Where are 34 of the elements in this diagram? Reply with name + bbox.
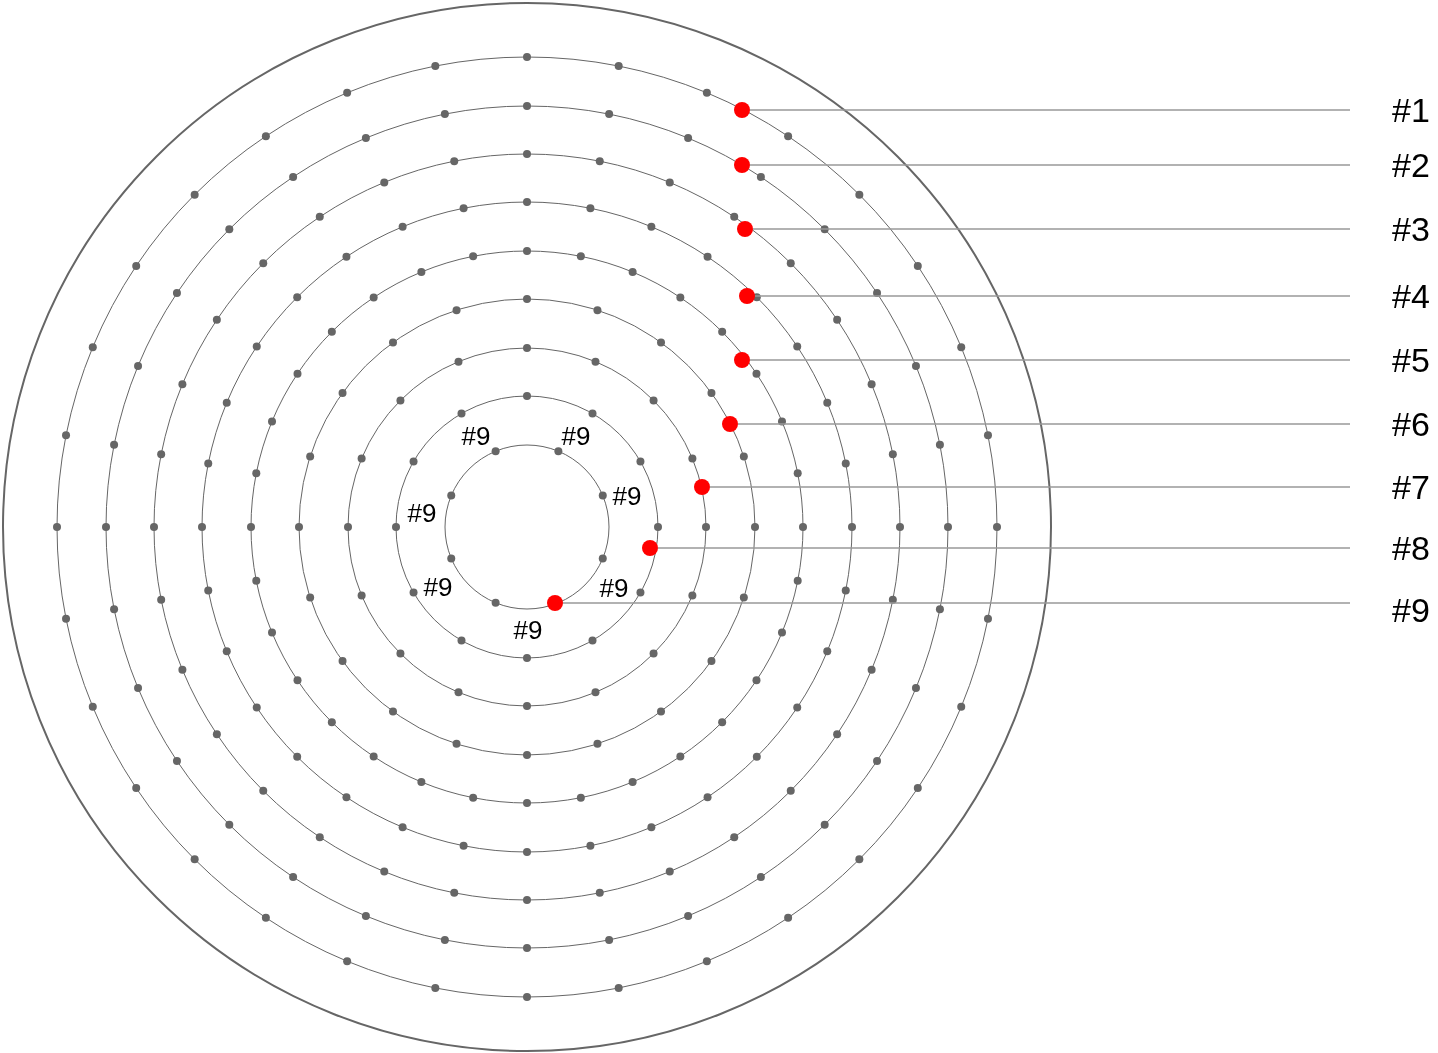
marker-dot [739, 288, 755, 304]
leader-line [749, 359, 1351, 361]
marker-dot [694, 479, 710, 495]
label-number: #6 [1392, 405, 1430, 443]
leader-line [752, 228, 1351, 230]
marker-dot [722, 416, 738, 432]
leader-line [754, 295, 1351, 297]
leader-line [657, 547, 1351, 549]
marker-dot [737, 221, 753, 237]
label-number: #3 [1392, 210, 1430, 248]
marker-dot [734, 102, 750, 118]
ring-label: #9 [423, 573, 453, 601]
leader-line [749, 164, 1351, 166]
label-number: #8 [1392, 529, 1430, 567]
ring-label: #9 [599, 574, 629, 602]
leader-line [709, 486, 1351, 488]
leader-line [562, 602, 1351, 604]
ring-label: #9 [513, 616, 543, 644]
label-number: #1 [1392, 91, 1430, 129]
label-number: #2 [1392, 146, 1430, 184]
leader-line [749, 109, 1351, 111]
marker-dot [734, 157, 750, 173]
ring-label: #9 [461, 422, 491, 450]
ring-label: #9 [612, 482, 642, 510]
label-number: #5 [1392, 341, 1430, 379]
leader-line [737, 423, 1351, 425]
marker-dot [547, 595, 563, 611]
marker-dot [734, 352, 750, 368]
label-number: #9 [1392, 591, 1430, 629]
label-number: #7 [1392, 468, 1430, 506]
label-number: #4 [1392, 277, 1430, 315]
ring-label: #9 [407, 499, 437, 527]
marker-dot [642, 540, 658, 556]
ring-label: #9 [561, 422, 591, 450]
